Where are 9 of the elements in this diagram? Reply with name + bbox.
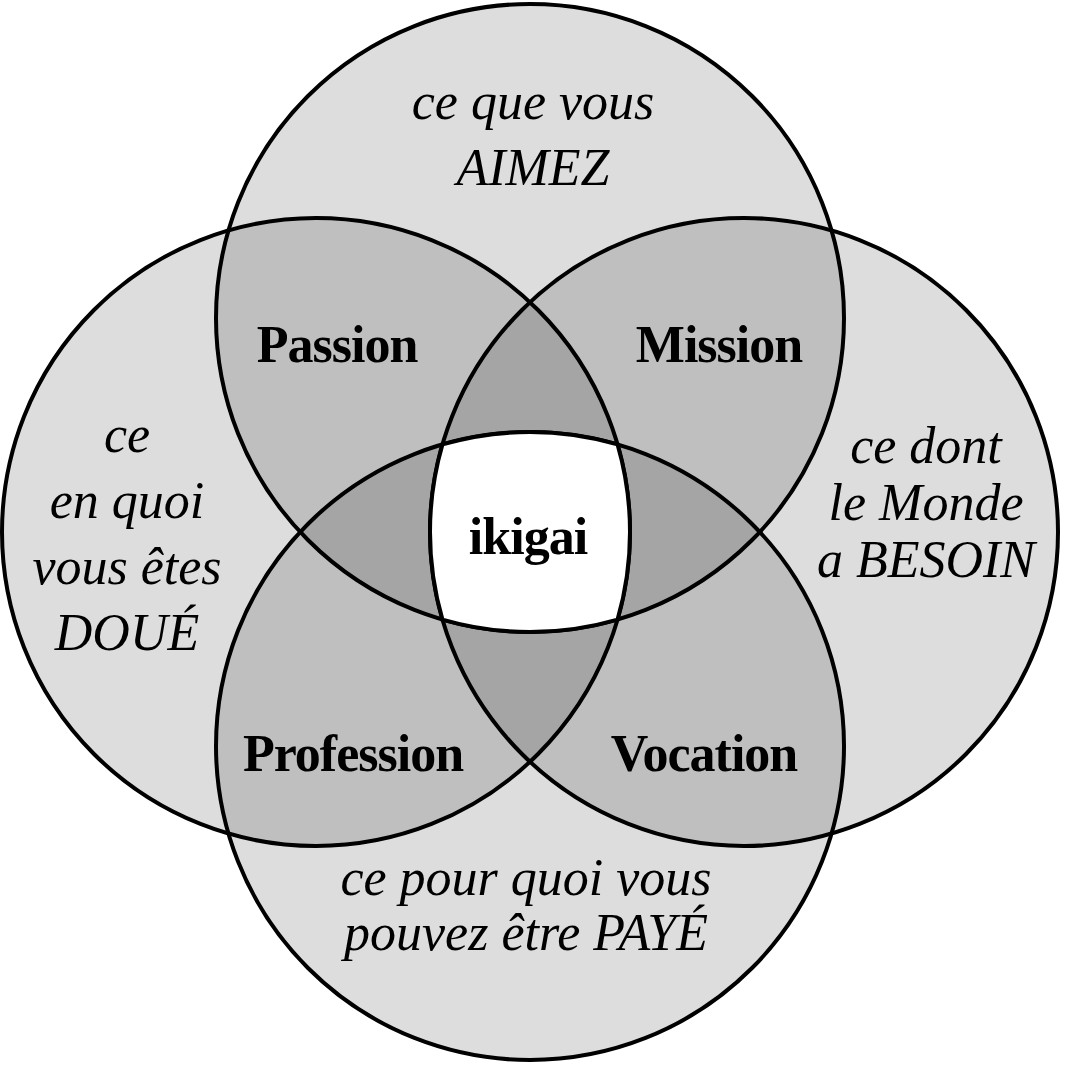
region-label: Profession (242, 728, 464, 781)
circle-label: ce que vous AIMEZ (411, 72, 655, 199)
region-label: Passion (256, 319, 418, 372)
circle-label: ce en quoi vous êtes DOUÉ (32, 405, 222, 664)
circle-label: ce dont le Monde a BESOIN (816, 416, 1036, 588)
region-label: Mission (635, 319, 803, 372)
circle-label: ce pour quoi vous pouvez être PAYÉ (340, 849, 712, 960)
region-label: ikigai (468, 511, 588, 564)
region-label: Vocation (610, 728, 798, 781)
